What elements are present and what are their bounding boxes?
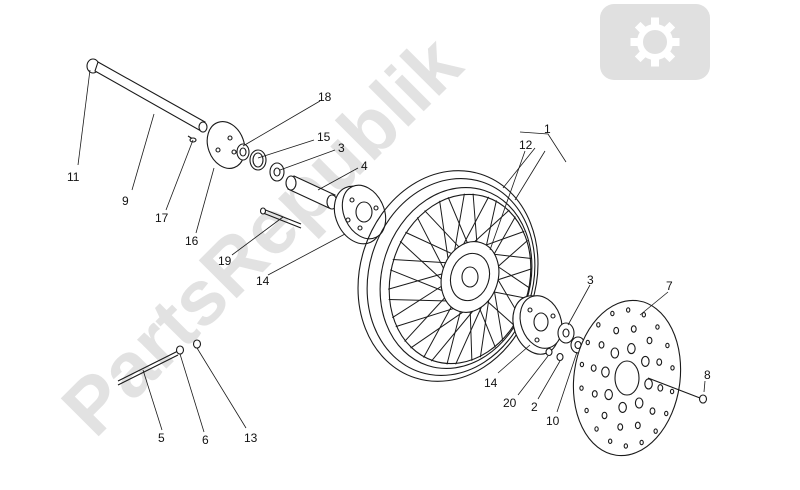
disc-hole: [613, 326, 620, 335]
watermark-text: PartsRepublik: [45, 18, 479, 452]
disc-bolt-8: [647, 377, 708, 404]
callout-11: 11: [67, 170, 80, 184]
disc-hole: [596, 322, 601, 328]
wheel-spoke: [452, 193, 465, 260]
wheel-spoke: [392, 259, 451, 264]
wheel-spoke: [439, 200, 450, 268]
callout-14-lower: 14: [484, 376, 498, 390]
callout-9: 9: [122, 194, 129, 208]
disc-hole: [644, 378, 653, 390]
wheel-spoke: [488, 290, 528, 299]
disc-hole: [634, 421, 641, 430]
wheel-spoke: [424, 210, 463, 252]
circlip-15: [249, 149, 267, 171]
disc-hole: [669, 388, 675, 395]
callout-14-upper: 14: [256, 274, 270, 288]
disc-hole: [641, 355, 650, 367]
disc-hole: [657, 384, 664, 392]
callout-3-lower: 3: [587, 273, 594, 287]
callout-17: 17: [155, 211, 169, 225]
disc-hole: [594, 426, 599, 432]
wheel-spoke: [446, 303, 463, 365]
hub-plate-right: [512, 295, 563, 355]
callout-15: 15: [317, 130, 331, 144]
callout-16: 16: [185, 234, 199, 248]
wheel-spoke: [404, 290, 452, 342]
callout-2: 2: [531, 400, 538, 414]
callout-6: 6: [202, 433, 209, 447]
callout-20: 20: [503, 396, 517, 410]
disc-hole: [655, 324, 660, 330]
wheel-spoke: [477, 303, 496, 348]
leader-lines: [77, 69, 706, 433]
disc-hole: [665, 342, 670, 349]
disc-hole: [604, 389, 613, 401]
disc-hole: [623, 443, 629, 449]
bolt-19: [259, 207, 302, 229]
disc-hole: [607, 438, 613, 445]
callout-7: 7: [666, 279, 673, 293]
disc-hole: [656, 358, 663, 366]
disc-hole: [590, 364, 597, 372]
disc-hole: [610, 310, 615, 317]
nut-2: [556, 352, 564, 362]
brake-disc: [572, 299, 682, 457]
spoke-5: [117, 350, 179, 386]
callout-4: 4: [361, 159, 368, 173]
wheel-spoke: [405, 231, 457, 257]
disc-hole: [598, 341, 605, 349]
nipple-6: [175, 345, 185, 355]
disc-hole: [579, 385, 584, 391]
spacer-4: [285, 175, 338, 210]
seal-18: [236, 143, 250, 161]
disc-hole: [630, 325, 637, 333]
gear-icon: [600, 4, 710, 80]
disc-hole: [585, 339, 590, 346]
disc-hole: [610, 347, 620, 359]
disc-hole: [646, 336, 653, 345]
callout-10: 10: [546, 414, 560, 428]
disc-hole: [617, 423, 624, 431]
disc-hole: [584, 407, 589, 414]
callout-19: 19: [218, 254, 232, 268]
callouts: 11 9 17 16 18 15 3 4 19 14 1 12 3 7 8 14…: [67, 90, 711, 447]
callout-8: 8: [704, 368, 711, 382]
bearing-3-upper: [269, 162, 285, 182]
disc-hole: [625, 307, 631, 313]
callout-1: 1: [544, 122, 551, 136]
wheel-spoke: [469, 304, 473, 361]
disc-hole: [601, 366, 610, 378]
disc-hole: [639, 439, 644, 446]
wheel-spoke: [483, 298, 515, 327]
wheel-spoke: [472, 193, 479, 251]
wheel-axle: [86, 58, 208, 133]
callout-13: 13: [244, 431, 258, 445]
wheel-spoke: [392, 281, 449, 319]
disc-hole: [670, 365, 675, 371]
disc-hole: [634, 397, 644, 409]
disc-hole: [664, 410, 669, 417]
wheel-spoke: [416, 217, 449, 278]
disc-hole: [601, 411, 608, 420]
nipple-13: [192, 339, 202, 349]
disc-hole: [653, 428, 658, 434]
callout-18: 18: [318, 90, 332, 104]
disc-hole: [649, 407, 656, 415]
wheel-spoke: [423, 298, 457, 358]
bearing-3-lower: [557, 322, 575, 344]
disc-hole: [579, 361, 585, 368]
hub-plate-left: [206, 121, 246, 169]
washer-20: [545, 347, 553, 357]
callout-12: 12: [519, 138, 533, 152]
disc-hole: [641, 311, 647, 318]
callout-3-upper: 3: [338, 141, 345, 155]
wheel-spoke: [447, 196, 471, 250]
wheel-spoke: [388, 271, 449, 290]
pin-17: [187, 135, 197, 143]
disc-hole: [627, 343, 636, 355]
disc-hole: [591, 390, 598, 398]
disc-hole: [618, 401, 627, 413]
callout-5: 5: [158, 431, 165, 445]
